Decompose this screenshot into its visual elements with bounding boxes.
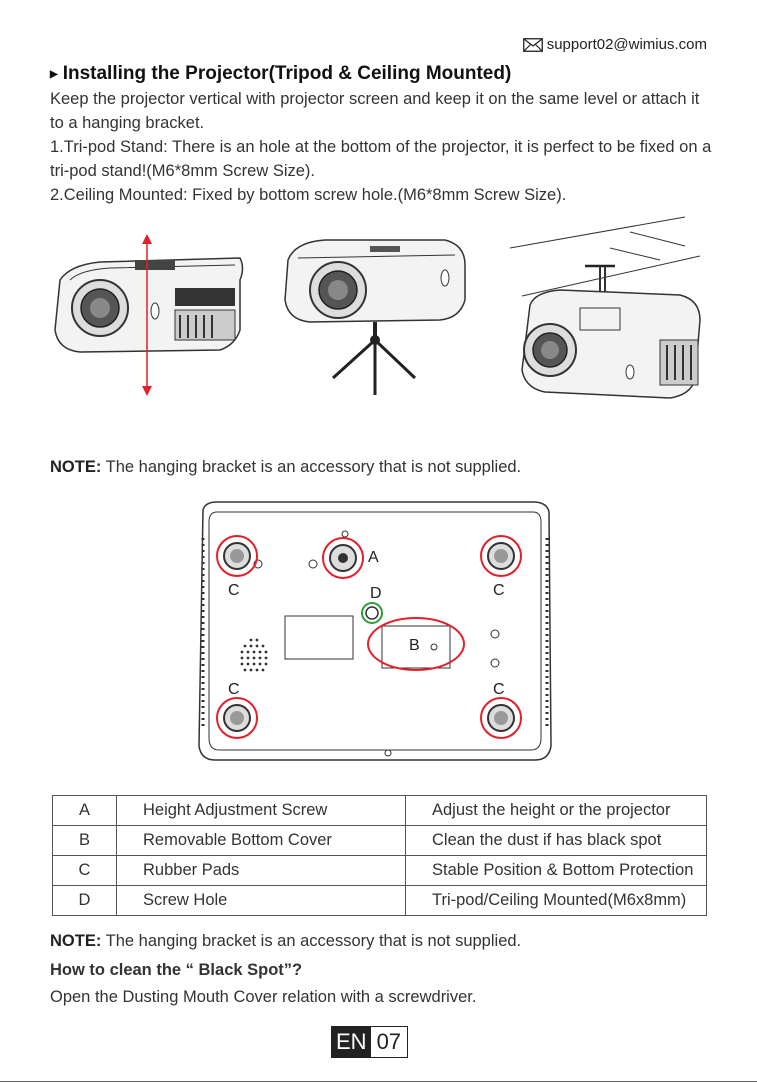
height-adjustment-screw bbox=[329, 544, 357, 572]
speaker-grille bbox=[240, 638, 268, 672]
highlight-red bbox=[216, 535, 522, 739]
cleaning-question: How to clean the “ Black Spot”? bbox=[50, 961, 303, 979]
envelope-icon bbox=[522, 37, 543, 52]
note-text: The hanging bracket is an accessory that… bbox=[105, 458, 522, 476]
projector-level-illustration bbox=[54, 257, 244, 353]
table-row: D Screw Hole Tri-pod/Ceiling Mounted(M6x… bbox=[52, 885, 707, 916]
part-name: Removable Bottom Cover bbox=[116, 825, 406, 856]
page-number-badge: EN 07 bbox=[331, 1026, 409, 1058]
label-d: D bbox=[370, 585, 382, 602]
table-row: A Height Adjustment Screw Adjust the hei… bbox=[52, 795, 707, 826]
part-name: Rubber Pads bbox=[116, 855, 406, 886]
label-c-top-left: C bbox=[228, 582, 240, 599]
parts-table: A Height Adjustment Screw Adjust the hei… bbox=[52, 795, 707, 916]
part-desc: Tri-pod/Ceiling Mounted(M6x8mm) bbox=[405, 885, 707, 916]
table-row: C Rubber Pads Stable Position & Bottom P… bbox=[52, 855, 707, 886]
label-c-bottom-left: C bbox=[228, 681, 240, 698]
rubber-pad-top-right bbox=[487, 542, 515, 570]
highlight-green bbox=[361, 602, 383, 624]
cleaning-answer: Open the Dusting Mouth Cover relation wi… bbox=[50, 988, 477, 1006]
note-bracket-2: NOTE: The hanging bracket is an accessor… bbox=[50, 932, 521, 951]
page-number: 07 bbox=[376, 1029, 402, 1054]
part-key: A bbox=[52, 795, 117, 826]
rubber-pad-top-left bbox=[223, 542, 251, 570]
step-ceiling: 2.Ceiling Mounted: Fixed by bottom screw… bbox=[50, 186, 567, 204]
label-b: B bbox=[409, 637, 420, 654]
projector-ceiling-illustration bbox=[509, 216, 701, 399]
part-name: Screw Hole bbox=[116, 885, 406, 916]
rubber-pad-bottom-right bbox=[487, 704, 515, 732]
note-bracket-1: NOTE: The hanging bracket is an accessor… bbox=[50, 458, 521, 477]
table-row: B Removable Bottom Cover Clean the dust … bbox=[52, 825, 707, 856]
part-desc: Stable Position & Bottom Protection bbox=[405, 855, 707, 886]
email-text[interactable]: support02@wimius.com bbox=[546, 36, 707, 53]
intro-paragraph: Keep the projector vertical with project… bbox=[50, 90, 700, 132]
label-c-top-right: C bbox=[493, 582, 505, 599]
note-label: NOTE: bbox=[50, 932, 102, 950]
part-key: C bbox=[52, 855, 117, 886]
projector-bottom-diagram: A B C C C C D bbox=[198, 501, 552, 761]
vertical-arrow bbox=[142, 234, 152, 396]
label-c-bottom-right: C bbox=[493, 681, 505, 698]
part-desc: Adjust the height or the projector bbox=[405, 795, 707, 826]
section-title-text: Installing the Projector(Tripod & Ceilin… bbox=[62, 63, 512, 84]
contact-email: support02@wimius.com bbox=[522, 36, 707, 53]
part-key: B bbox=[52, 825, 117, 856]
part-name: Height Adjustment Screw bbox=[116, 795, 406, 826]
triangle-bullet-icon: ▶ bbox=[50, 68, 58, 80]
step-tripod: 1.Tri-pod Stand: There is an hole at the… bbox=[50, 138, 712, 180]
note-label: NOTE: bbox=[50, 458, 102, 476]
projector-tripod-illustration bbox=[284, 239, 466, 395]
part-desc: Clean the dust if has black spot bbox=[405, 825, 707, 856]
mounting-illustrations bbox=[54, 216, 701, 399]
note-text: The hanging bracket is an accessory that… bbox=[105, 932, 522, 950]
part-key: D bbox=[52, 885, 117, 916]
rubber-pad-bottom-left bbox=[223, 704, 251, 732]
bottom-divider bbox=[0, 1081, 757, 1082]
label-a: A bbox=[368, 549, 379, 566]
language-code: EN bbox=[332, 1027, 371, 1057]
section-title: ▶ Installing the Projector(Tripod & Ceil… bbox=[50, 63, 511, 85]
